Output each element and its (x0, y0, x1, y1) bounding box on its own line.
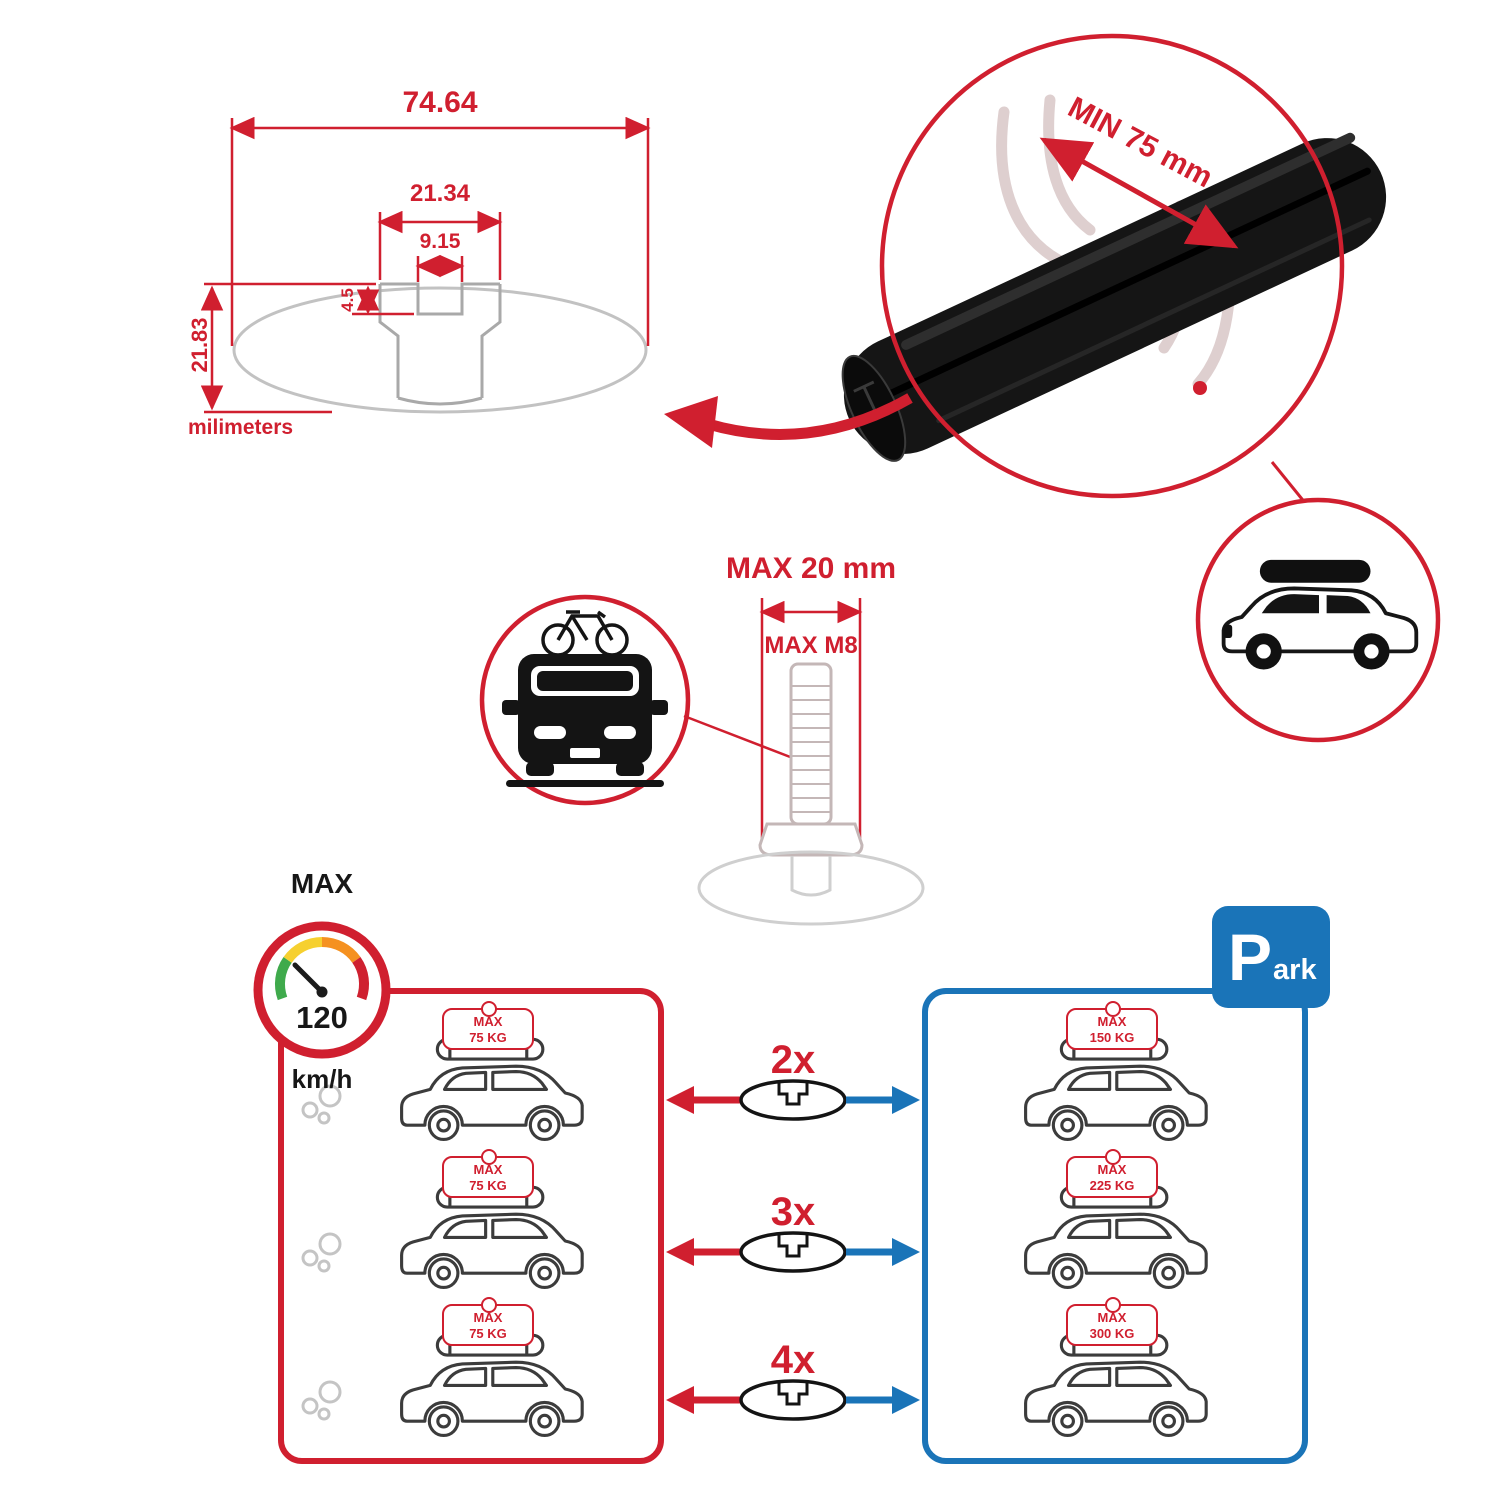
loaded-car-icon (376, 1182, 606, 1300)
load-badge: MAX 75 KG (442, 1148, 534, 1199)
loaded-car-icon (1000, 1182, 1230, 1300)
bar-count-row-2 (666, 1231, 920, 1273)
bar-slot-outline (697, 850, 925, 926)
parking-load-row-2: MAX 225 KG (928, 1148, 1302, 1300)
bar-count-row-3 (666, 1379, 920, 1421)
gauge-needle (292, 962, 325, 995)
load-badge-label: MAX (1097, 1310, 1127, 1325)
load-badge-value: 150 KG (1089, 1029, 1135, 1045)
profile-pointer-arrowhead (664, 396, 718, 448)
bolt-max-thread-label: MAX M8 (764, 632, 858, 659)
load-badge: MAX 225 KG (1066, 1148, 1158, 1199)
right-arrow-icon (892, 1086, 920, 1114)
left-arrow-icon (666, 1386, 694, 1414)
exhaust-puffs-icon (301, 1084, 342, 1125)
crossbar-cross-section-icon (739, 1079, 847, 1121)
roofbox-suv-circle (1195, 497, 1441, 743)
magnifier-circle (879, 33, 1345, 499)
crossbar-profile-outline (232, 282, 648, 414)
left-arrow-icon (666, 1238, 694, 1266)
crossbar-render (841, 132, 1387, 462)
driving-load-row-2: MAX 75 KG (284, 1148, 658, 1300)
load-badge: MAX 300 KG (1066, 1296, 1158, 1347)
driving-load-panel: MAX 75 KG MAX 75 KG (278, 988, 664, 1464)
car-front-circle (479, 594, 691, 806)
parking-load-row-3: MAX 300 KG (928, 1296, 1302, 1448)
load-badge-label: MAX (1097, 1162, 1127, 1177)
load-badge-value: 75 KG (469, 1325, 507, 1341)
gauge-value: 120 (296, 1000, 348, 1035)
car-front-icon (502, 654, 668, 787)
fixing-point-dot (1193, 381, 1207, 395)
right-arrow-icon (892, 1386, 920, 1414)
dim-total-width: 74.64 (402, 86, 478, 119)
crossbar-cross-section-icon (739, 1379, 847, 1421)
parking-sign-letter: P (1228, 920, 1273, 994)
bar-count-label-3x: 3x (770, 1190, 816, 1234)
t-bolt-diagram (683, 598, 925, 926)
exhaust-puffs-icon (301, 1380, 342, 1421)
driving-load-row-3: MAX 75 KG (284, 1296, 658, 1448)
bar-count-row-1 (666, 1079, 920, 1121)
dim-units: milimeters (188, 416, 294, 439)
loaded-car-icon (1000, 1330, 1230, 1448)
gauge-title: MAX (290, 868, 354, 899)
bar-count-label-4x: 4x (770, 1338, 816, 1382)
parking-load-panel: MAX 150 KG MAX 225 KG MAX 300 KG (922, 988, 1308, 1464)
load-badge-value: 75 KG (469, 1029, 507, 1045)
exhaust-puffs-icon (301, 1232, 342, 1273)
load-badge: MAX 150 KG (1066, 1000, 1158, 1051)
dim-total-height: 21.83 (187, 317, 212, 373)
dim-lip-height: 4.5 (338, 288, 357, 312)
loaded-car-icon (376, 1034, 606, 1152)
parking-load-row-1: MAX 150 KG (928, 1000, 1302, 1152)
load-badge: MAX 75 KG (442, 1000, 534, 1051)
dimension-lines (200, 116, 651, 414)
crossbar-magnifier (664, 33, 1387, 505)
load-badge-label: MAX (473, 1162, 503, 1177)
load-badge-value: 75 KG (469, 1177, 507, 1193)
gauge-units: km/h (291, 1064, 353, 1094)
t-bolt-icon (758, 662, 864, 857)
profile-cross-section-diagram (200, 116, 651, 414)
load-badge-label: MAX (473, 1014, 503, 1029)
right-arrow-icon (892, 1238, 920, 1266)
circle-connector-line (1270, 461, 1308, 505)
load-badge-label: MAX (473, 1310, 503, 1325)
load-badge: MAX 75 KG (442, 1296, 534, 1347)
bar-count-label-2x: 2x (770, 1038, 816, 1082)
min-span-arrow (1039, 137, 1239, 249)
profile-pointer-arrow (706, 393, 913, 440)
bolt-max-width-label: MAX 20 mm (725, 552, 897, 585)
left-arrow-icon (666, 1086, 694, 1114)
crossbar-cross-section-icon (739, 1231, 847, 1273)
dim-channel-outer: 21.34 (409, 180, 471, 207)
loaded-car-icon (376, 1330, 606, 1448)
parking-sign-suffix: ark (1273, 953, 1317, 986)
parking-sign: P ark (1212, 906, 1330, 1008)
load-badge-value: 225 KG (1089, 1177, 1135, 1193)
load-badge-label: MAX (1097, 1014, 1127, 1029)
loaded-car-icon (1000, 1034, 1230, 1152)
driving-load-row-1: MAX 75 KG (284, 1000, 658, 1152)
dim-channel-inner: 9.15 (419, 230, 461, 253)
load-badge-value: 300 KG (1089, 1325, 1135, 1341)
speedometer-icon (253, 921, 391, 1059)
